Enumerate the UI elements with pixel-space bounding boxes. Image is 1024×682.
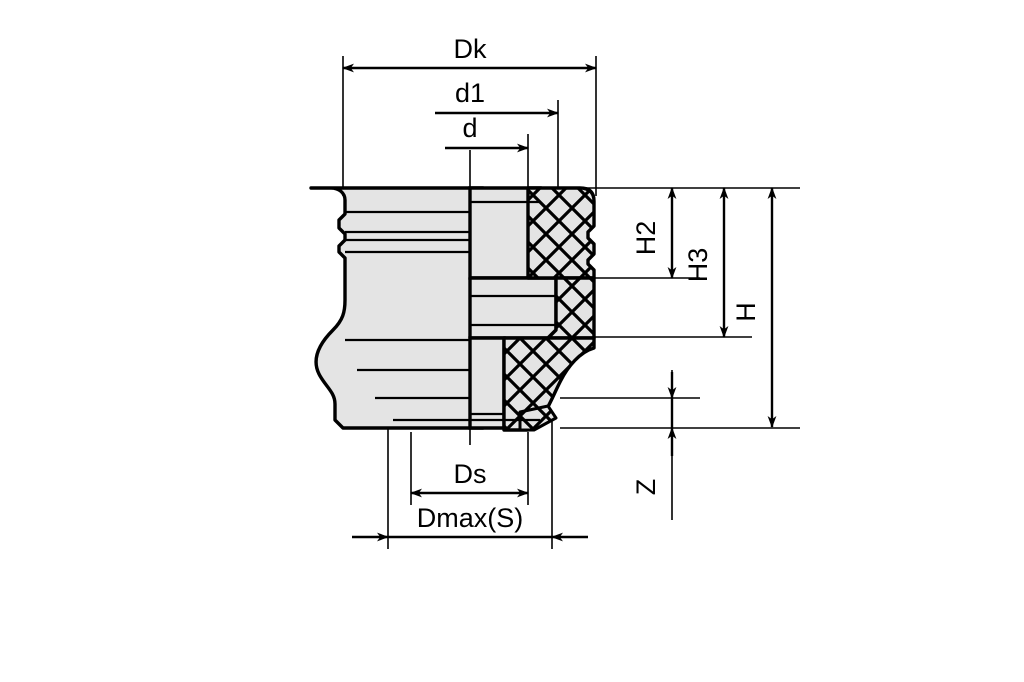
dim-label-Ds: Ds bbox=[454, 459, 487, 489]
dim-label-d: d bbox=[462, 113, 477, 143]
dimension-lines bbox=[342, 63, 777, 542]
dim-label-Dk: Dk bbox=[454, 34, 487, 64]
dim-label-Dmax: Dmax(S) bbox=[417, 503, 524, 533]
rubber-sealing-lip bbox=[518, 404, 558, 432]
dim-label-H2: H2 bbox=[631, 221, 661, 256]
rubber-upper-collar bbox=[526, 186, 596, 280]
internal-detail-lines bbox=[345, 200, 556, 422]
part-body-outline bbox=[309, 186, 558, 430]
body-plastic-shell bbox=[309, 186, 485, 430]
dim-label-H3: H3 bbox=[683, 248, 713, 283]
elastomer-section bbox=[502, 186, 596, 432]
dim-label-Z: Z bbox=[631, 479, 661, 496]
core-middle-step bbox=[468, 276, 558, 340]
dimension-labels: Dk d1 d Ds Dmax(S) H2 H3 H Z bbox=[417, 34, 761, 533]
dim-label-H: H bbox=[731, 302, 761, 322]
rubber-middle-band bbox=[546, 276, 596, 340]
dim-label-d1: d1 bbox=[455, 78, 485, 108]
